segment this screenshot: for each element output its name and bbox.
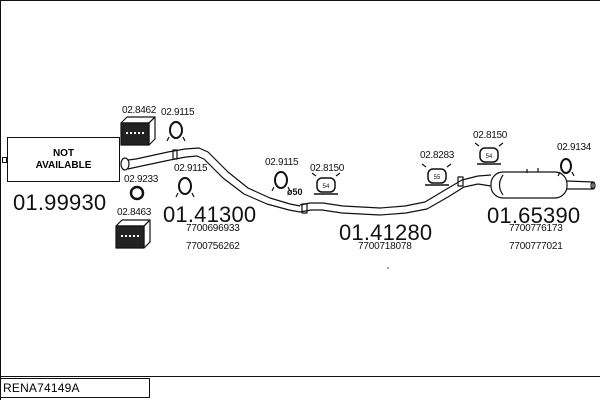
mounting-kit-box-icon xyxy=(120,116,156,146)
hanger-badge: 54 xyxy=(323,184,330,190)
accessory-part-number: 02.9233 xyxy=(124,174,159,185)
not-available-box: NOT AVAILABLE xyxy=(7,137,120,182)
accessory-part-number: 02.8283 xyxy=(420,150,455,161)
assembly-part-number: 01.41300 xyxy=(163,202,257,227)
frame-divider-left xyxy=(0,0,1,400)
mounting-kit-box-icon xyxy=(115,219,151,249)
front-pipe-drawing xyxy=(120,147,301,213)
accessory-part-number: 02.9115 xyxy=(174,163,208,174)
clamp-ring-icon xyxy=(271,171,291,192)
reference-code: RENA74149A xyxy=(3,381,80,395)
oem-number: 7700718078 xyxy=(358,241,412,252)
accessory-part-number: 02.8150 xyxy=(310,163,345,174)
accessory-part-number: 02.9115 xyxy=(265,157,299,168)
accessory-part-number: 02.9134 xyxy=(557,142,592,153)
assembly-part-number: 01.41280 xyxy=(339,220,433,245)
rear-silencer-drawing xyxy=(477,168,596,199)
clamp-ring-icon xyxy=(557,158,575,177)
rubber-hanger-icon xyxy=(474,142,504,165)
accessory-part-number: 02.9115 xyxy=(161,107,195,118)
oem-number: 7700756262 xyxy=(186,241,240,252)
connector-tab-icon xyxy=(2,157,7,163)
frame-divider-top xyxy=(0,0,600,1)
oem-number: 7700696933 xyxy=(186,223,240,234)
frame-divider-bottom xyxy=(0,376,600,377)
rubber-hanger-icon xyxy=(311,172,341,195)
oem-number: 7700777021 xyxy=(509,241,563,252)
hanger-badge: 54 xyxy=(486,154,493,160)
center-pipe-drawing xyxy=(299,175,479,216)
rubber-hanger-icon xyxy=(421,163,452,186)
stray-dot xyxy=(387,267,389,269)
reference-code-box: RENA74149A xyxy=(0,378,150,398)
assembly-part-number: 01.99930 xyxy=(13,190,107,215)
clamp-ring-icon xyxy=(166,121,186,142)
not-available-text: NOT AVAILABLE xyxy=(35,148,92,171)
accessory-part-number: 02.8462 xyxy=(122,105,157,116)
hanger-badge: 55 xyxy=(434,175,441,181)
oem-number: 7700776173 xyxy=(509,223,563,234)
accessory-part-number: 02.8463 xyxy=(117,207,152,218)
seal-ring-icon xyxy=(129,185,145,201)
assembly-part-number: 01.65390 xyxy=(487,203,581,228)
pipe-diameter-label: ø50 xyxy=(287,187,303,197)
accessory-part-number: 02.8150 xyxy=(473,130,508,141)
clamp-ring-icon xyxy=(175,177,195,198)
